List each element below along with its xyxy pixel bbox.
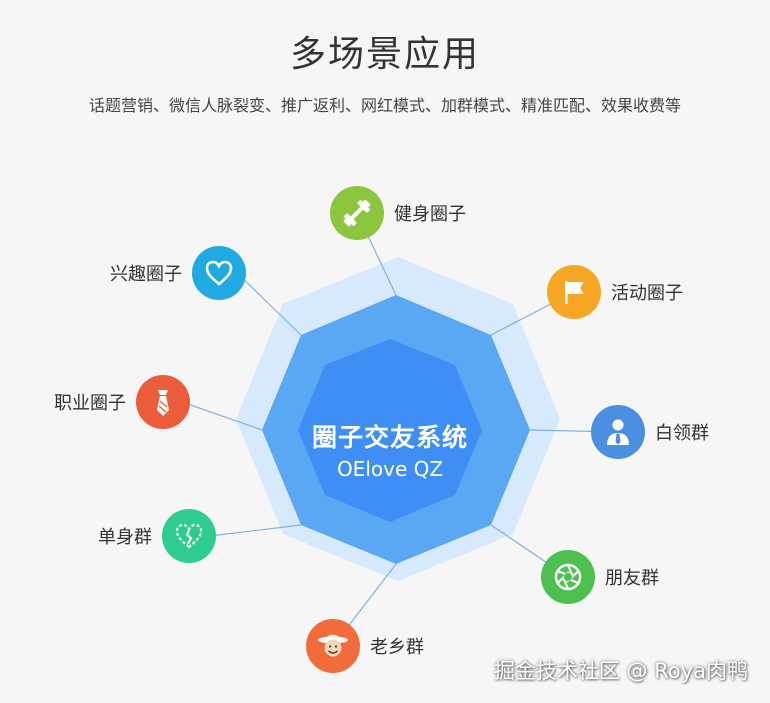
- node-label-single: 单身群: [98, 527, 152, 548]
- aperture-icon: [554, 563, 582, 591]
- dashed-heart-icon: [175, 523, 203, 549]
- node-label-friends: 朋友群: [605, 568, 659, 589]
- center-subtitle: OElove QZ: [336, 457, 444, 481]
- farmer-face-icon: [318, 634, 348, 657]
- node-label-whitecollar: 白领群: [655, 423, 709, 444]
- node-friends: 朋友群: [541, 550, 659, 604]
- node-label-fitness: 健身圈子: [394, 204, 466, 225]
- friends-circle: [541, 550, 595, 604]
- activity-circle: [547, 265, 601, 319]
- node-label-career: 职业圈子: [54, 393, 126, 414]
- node-hometown: 老乡群: [306, 619, 424, 673]
- node-fitness: 健身圈子: [330, 186, 466, 240]
- businessman-icon: [607, 419, 629, 445]
- single-circle: [162, 509, 216, 563]
- node-interest: 兴趣圈子: [110, 246, 246, 300]
- fitness-circle: [330, 186, 384, 240]
- node-label-activity: 活动圈子: [611, 283, 683, 304]
- page-subtitle: 话题营销、微信人脉裂变、推广返利、网红模式、加群模式、精准匹配、效果收费等: [88, 96, 681, 115]
- watermark-text: 掘金技术社区 @ Roya肉鸭: [493, 659, 748, 683]
- whitecollar-circle: [591, 405, 645, 459]
- career-circle: [136, 375, 190, 429]
- node-whitecollar: 白领群: [591, 405, 709, 459]
- flag-icon: [565, 281, 584, 304]
- page-title: 多场景应用: [289, 34, 480, 75]
- inner-octagon-core: [298, 339, 482, 522]
- hometown-circle: [306, 619, 360, 673]
- interest-circle: [192, 246, 246, 300]
- node-label-interest: 兴趣圈子: [110, 264, 182, 285]
- node-career: 职业圈子: [54, 375, 190, 429]
- dumbbell-icon: [343, 199, 371, 227]
- connector-line-single: [209, 524, 302, 537]
- node-activity: 活动圈子: [547, 265, 683, 319]
- connector-line-interest: [236, 272, 302, 336]
- node-single: 单身群: [98, 509, 216, 563]
- node-label-hometown: 老乡群: [370, 637, 424, 658]
- connector-line-career: [181, 401, 263, 431]
- tie-icon: [157, 390, 169, 416]
- heart-icon: [205, 260, 233, 286]
- center-title: 圈子交友系统: [311, 423, 468, 452]
